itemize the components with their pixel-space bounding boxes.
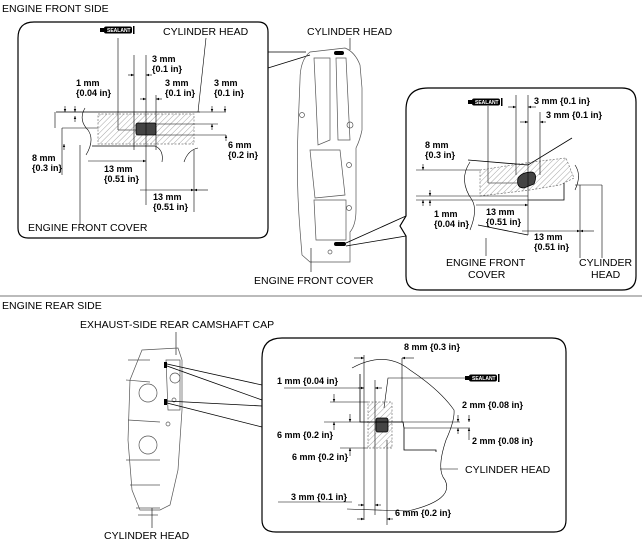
front-left-detail-panel: SEALANT CYLINDER HEAD (17, 21, 269, 239)
sealant-bead-upper (164, 362, 167, 368)
label-cylinder-head: CYLINDER HEAD (163, 26, 249, 38)
front-section-title: ENGINE FRONT SIDE (2, 3, 109, 15)
dimension-label: 6 mm {0.2 in} (277, 430, 334, 440)
dimension-label: ENGINE FRONT COVER (254, 275, 374, 287)
dim-6mm-in: {0.2 in} (228, 150, 259, 160)
dimension-label: SEALANT (475, 100, 499, 106)
dimension-label: {0.04 in} (434, 219, 470, 229)
sealant-bead-bottom (334, 242, 346, 246)
dimension-label: 13 mm (534, 232, 563, 242)
dimension-label: {0.51 in} (486, 217, 522, 227)
front-right-detail-panel: SEALANT 3 mm {0.1 in} 3 mm {0.1 in} (399, 87, 637, 291)
sealant-bead-top (334, 51, 344, 55)
dimension-label: HEAD (591, 269, 621, 281)
dimension-label: 3 mm {0.1 in} (291, 492, 348, 502)
dim-1mm: 1 mm (76, 78, 100, 88)
dim-8mm: 8 mm (32, 153, 56, 163)
sealant-tube-icon: SEALANT (465, 374, 500, 382)
sealant-bead-lower (164, 399, 167, 405)
dimension-label: 6 mm {0.2 in} (292, 452, 349, 462)
dimension-label: 6 mm {0.2 in} (395, 508, 452, 518)
label-cylinder-head: CYLINDER (579, 257, 633, 269)
sealant-tube-icon: SEALANT (100, 26, 135, 34)
dimension-label: 2 mm {0.08 in} (472, 436, 534, 446)
dimension-label: CYLINDER HEAD (307, 26, 393, 38)
dim-3mm-b-in: {0.1 in} (165, 88, 196, 98)
dim-13mm-a: 13 mm (104, 164, 133, 174)
rear-section-title: ENGINE REAR SIDE (2, 300, 102, 312)
rear-overview-drawing: EXHAUST-SIDE REAR CAMSHAFT CAP CYLINDER … (80, 319, 274, 542)
sealant-tube-icon: SEALANT (468, 98, 503, 106)
dim-13mm-a-in: {0.51 in} (104, 174, 140, 184)
dimension-label: 2 mm {0.08 in} (462, 400, 524, 410)
dimension-label: 8 mm {0.3 in} (404, 342, 461, 352)
dim-13mm-b: 13 mm (153, 192, 182, 202)
dimension-label: 13 mm (486, 207, 515, 217)
dim-3mm-a: 3 mm (152, 54, 176, 64)
dimension-label: 3 mm {0.1 in} (534, 96, 591, 106)
dimension-label: {0.51 in} (534, 242, 570, 252)
label-engine-front-cover: ENGINE FRONT (446, 257, 526, 269)
dimension-label: 1 mm {0.04 in} (277, 376, 339, 386)
dimension-label: 3 mm {0.1 in} (546, 110, 603, 120)
dimension-label: 8 mm (425, 140, 449, 150)
dim-3mm-c-in: {0.1 in} (214, 88, 245, 98)
dimension-label: COVER (468, 269, 506, 281)
front-overview-drawing: CYLINDER HEAD ENGINE FRONT COVER (254, 26, 393, 287)
rear-detail-panel: SEALANT 8 mm {0.3 in} 1 (261, 337, 567, 533)
dim-8mm-in: {0.3 in} (32, 163, 63, 173)
dimension-label: 1 mm (434, 209, 458, 219)
label-engine-front-cover: ENGINE FRONT COVER (28, 222, 148, 234)
dimension-label: EXHAUST-SIDE REAR CAMSHAFT CAP (80, 319, 274, 331)
label-cylinder-head: CYLINDER HEAD (465, 464, 551, 476)
dim-3mm-c: 3 mm (214, 78, 238, 88)
dimension-label: SEALANT (107, 28, 131, 34)
dim-3mm-b: 3 mm (165, 78, 189, 88)
dimension-label: CYLINDER HEAD (104, 530, 190, 542)
dim-3mm-a-in: {0.1 in} (152, 64, 183, 74)
dim-1mm-in: {0.04 in} (76, 88, 112, 98)
dim-6mm: 6 mm (228, 140, 252, 150)
dimension-label: SEALANT (472, 376, 496, 382)
dimension-label: {0.3 in} (425, 150, 456, 160)
dim-13mm-b-in: {0.51 in} (153, 202, 189, 212)
